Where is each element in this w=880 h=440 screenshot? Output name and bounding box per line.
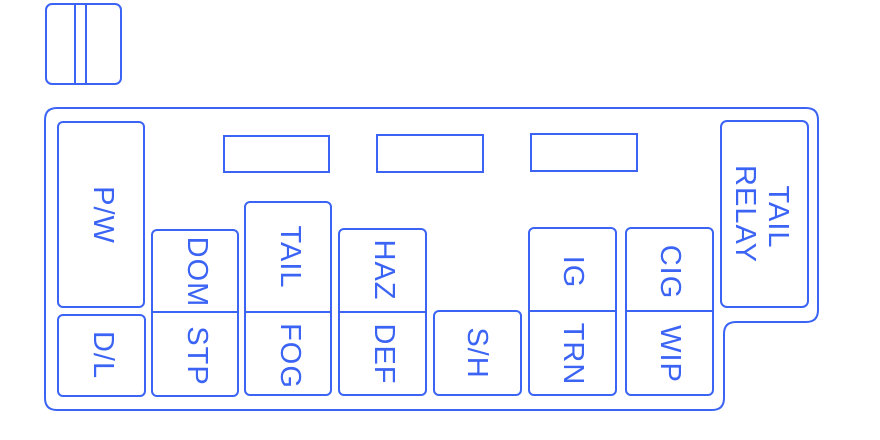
fuse-def-label: DEF [368, 324, 400, 385]
fuse-haz-label: HAZ [368, 240, 400, 301]
fuse-pw-label: P/W [87, 186, 119, 244]
fuse-wip-label: WIP [654, 325, 686, 383]
fuse-ig-trn: IG TRN [528, 227, 617, 396]
spare-slot-1 [223, 135, 330, 173]
fuse-cig-label: CIG [654, 245, 686, 300]
fuse-box-outline [44, 107, 819, 411]
relay-label-line2: RELAY [729, 165, 761, 263]
fuse-trn-label: TRN [557, 323, 589, 386]
fuse-dl-label: D/L [87, 331, 119, 379]
fuse-dom-label: DOM [181, 237, 213, 308]
fuse-stp-label: STP [181, 326, 213, 385]
spare-slot-3 [530, 133, 638, 172]
fuse-dl: D/L [57, 314, 146, 397]
fuse-sh: S/H [433, 310, 522, 396]
fuse-tail-fog: TAIL FOG [244, 201, 332, 396]
fuse-pw: P/W [57, 121, 145, 308]
fuse-sh-label: S/H [461, 327, 493, 378]
fuse-tail-label: TAIL [274, 225, 306, 288]
tail-relay: TAIL RELAY [720, 120, 809, 308]
fuse-dom-stp: DOM STP [151, 229, 239, 397]
fuse-puller [45, 3, 122, 85]
fuse-fog-label: FOG [274, 323, 306, 389]
fuse-cig-wip: CIG WIP [625, 227, 714, 396]
spare-slot-2 [376, 134, 484, 173]
fuse-haz-def: HAZ DEF [338, 228, 427, 396]
fuse-ig-label: IG [557, 256, 589, 289]
relay-label-line1: TAIL [762, 185, 794, 248]
